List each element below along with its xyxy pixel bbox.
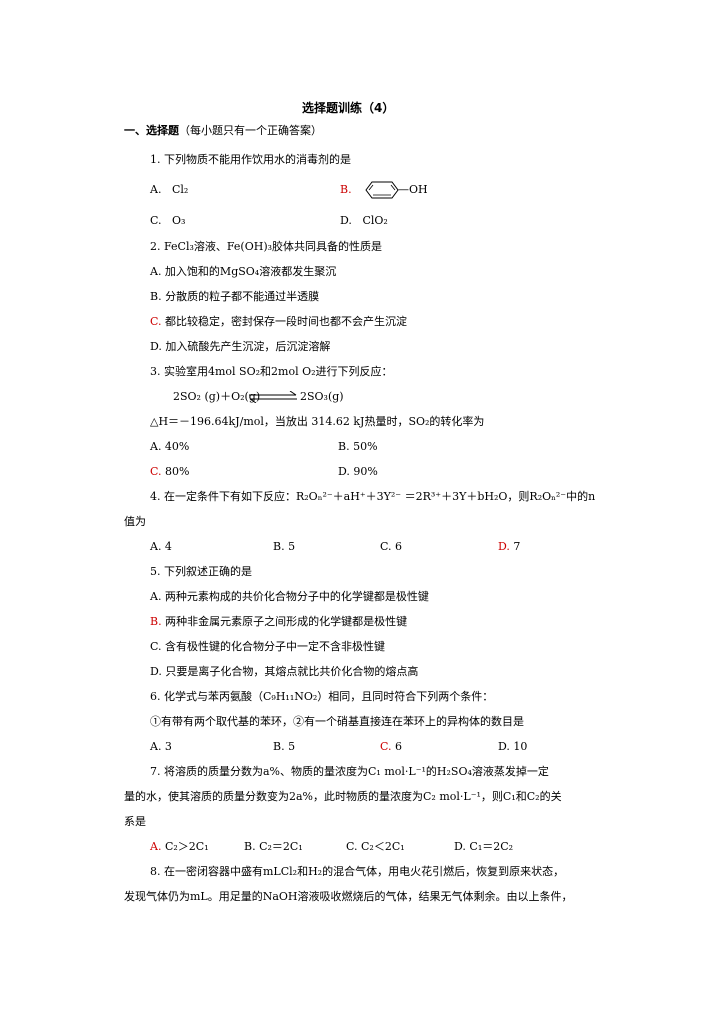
q3-option-a: A. 40% [150, 440, 190, 453]
q4-stem-line1: 4. 在一定条件下有如下反应：R₂Oₙ²⁻＋aH⁺＋3Y²⁻ ＝2R³⁺＋3Y＋… [150, 490, 596, 503]
q2-stem: 2. FeCl₃溶液、Fe(OH)₃胶体共同具备的性质是 [150, 240, 383, 253]
q3-stem: 3. 实验室用4mol SO₂和2mol O₂进行下列反应： [150, 365, 393, 378]
q4-option-c: C. 6 [380, 540, 403, 553]
q1-stem: 1. 下列物质不能用作饮用水的消毒剂的是 [150, 153, 351, 166]
q5-b-letter: B. [150, 615, 162, 628]
q2-option-c: C. 都比较稳定，密封保存一段时间也都不会产生沉淀 [150, 315, 407, 329]
q1-c-text: O₃ [172, 214, 186, 227]
q4-option-b: B. 5 [273, 540, 296, 553]
q6-option-b: B. 5 [273, 740, 296, 753]
q1-option-a: A. Cl₂ [150, 183, 188, 197]
q3-heat: △H＝－196.64kJ/mol，当放出 314.62 kJ热量时，SO₂的转化… [150, 415, 485, 428]
q6-option-c: C. 6 [380, 740, 402, 754]
q3-equation-right: 2SO₃(g) [300, 390, 344, 403]
q7-line1: 7. 将溶质的质量分数为a%、物质的量浓度为C₁ mol·L⁻¹的H₂SO₄溶液… [150, 765, 549, 778]
page-title: 选择题训练（4） [302, 101, 395, 115]
q1-b-letter: B. [340, 183, 352, 196]
q1-c-letter: C. [150, 214, 162, 227]
q3-option-d: D. 90% [338, 465, 378, 478]
q3-option-b: B. 50% [338, 440, 378, 453]
q3-c-text: 80% [161, 465, 190, 478]
q3-equation-left: 2SO₂ (g)＋O₂(g) [173, 390, 261, 403]
q1-b-text: —OH [398, 183, 428, 196]
q7-option-b: B. C₂＝2C₁ [244, 840, 303, 853]
q7-line3: 系是 [124, 815, 146, 828]
section-heading: 一、选择题（每小题只有一个正确答案） [124, 124, 322, 138]
q5-option-d: D. 只要是离子化合物，其熔点就比共价化合物的熔点高 [150, 665, 419, 678]
q6-option-a: A. 3 [150, 740, 172, 753]
q4-option-d: D. 7 [498, 540, 520, 554]
q7-line2: 量的水，使其溶质的质量分数变为2a%，此时物质的量浓度为C₂ mol·L⁻¹，则… [124, 790, 562, 803]
q5-option-b: B. 两种非金属元素原子之间形成的化学键都是极性键 [150, 615, 407, 629]
q4-d-text: 7 [509, 540, 521, 553]
q7-a-text: C₂＞2C₁ [161, 840, 209, 853]
q1-a-text: Cl₂ [171, 183, 189, 196]
benzene-ring-icon [365, 181, 399, 199]
section-note: （每小题只有一个正确答案） [179, 124, 322, 137]
q7-option-c: C. C₂＜2C₁ [346, 840, 405, 853]
section-title: 一、选择题 [124, 124, 179, 137]
q2-option-d: D. 加入硫酸先产生沉淀，后沉淀溶解 [150, 340, 331, 353]
q5-option-a: A. 两种元素构成的共价化合物分子中的化学键都是极性键 [150, 590, 429, 603]
q4-option-a: A. 4 [150, 540, 172, 553]
q6-c-letter: C. [380, 740, 392, 753]
q8-line2: 发现气体仍为mL。用足量的NaOH溶液吸收燃烧后的气体，结果无气体剩余。由以上条… [124, 890, 573, 903]
q6-option-d: D. 10 [498, 740, 528, 753]
q8-line1: 8. 在一密闭容器中盛有mLCl₂和H₂的混合气体，用电火花引燃后，恢复到原来状… [150, 865, 565, 878]
q5-b-text: 两种非金属元素原子之间形成的化学键都是极性键 [161, 615, 408, 628]
q2-option-b: B. 分散质的粒子都不能通过半透膜 [150, 290, 320, 303]
q6-stem: 6. 化学式与苯丙氨酸（C₉H₁₁NO₂）相同，且同时符合下列两个条件： [150, 690, 494, 703]
q6-conditions: ①有带有两个取代基的苯环，②有一个硝基直接连在苯环上的异构体的数目是 [150, 715, 524, 728]
q7-option-d: D. C₁＝2C₂ [454, 840, 514, 853]
q1-d-text: ClO₂ [362, 214, 388, 227]
q2-c-text: 都比较稳定，密封保存一段时间也都不会产生沉淀 [161, 315, 408, 328]
q3-option-c: C. 80% [150, 465, 189, 479]
q2-c-letter: C. [150, 315, 162, 328]
q1-option-c: C. O₃ [150, 214, 185, 228]
q4-d-letter: D. [498, 540, 510, 553]
q2-option-a: A. 加入饱和的MgSO₄溶液都发生聚沉 [150, 265, 337, 278]
q6-c-text: 6 [391, 740, 403, 753]
q4-stem-line2: 值为 [124, 515, 146, 528]
q1-a-letter: A. [150, 183, 162, 196]
q3-c-letter: C. [150, 465, 162, 478]
q7-a-letter: A. [150, 840, 162, 853]
q5-stem: 5. 下列叙述正确的是 [150, 565, 252, 578]
q7-option-a: A. C₂＞2C₁ [150, 840, 209, 854]
q1-option-b: B. [340, 183, 352, 197]
q1-option-d: D. ClO₂ [340, 214, 388, 228]
q1-d-letter: D. [340, 214, 352, 227]
q5-option-c: C. 含有极性键的化合物分子中一定不含非极性键 [150, 640, 386, 653]
equilibrium-arrow-icon [249, 391, 297, 403]
